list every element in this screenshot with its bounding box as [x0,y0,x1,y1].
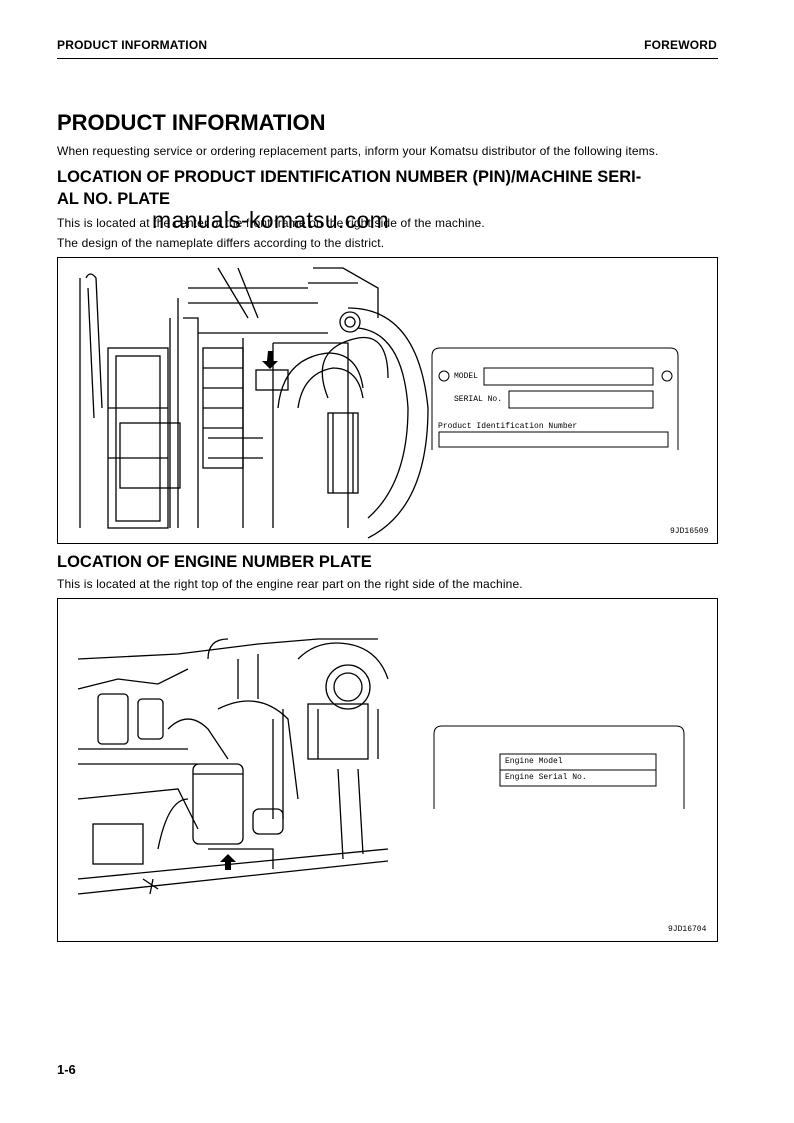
section1-heading-line1: LOCATION OF PRODUCT IDENTIFICATION NUMBE… [57,168,642,186]
section1-text2: The design of the nameplate differs acco… [57,236,385,250]
header-rule [57,58,718,59]
plate-serial-label: SERIAL No. [454,395,503,404]
arrow-down-icon [262,351,278,369]
arrow-up-icon [220,854,236,870]
header-right: FOREWORD [644,38,717,52]
figure-engine-plate: Engine Model Engine Serial No. 9JD16704 [57,598,718,942]
page-title: PRODUCT INFORMATION [57,110,326,135]
section2-heading: LOCATION OF ENGINE NUMBER PLATE [57,553,372,571]
figure-pin-plate: MODEL SERIAL No. Product Identification … [57,257,718,544]
figure1-id: 9JD16509 [670,527,709,536]
page-number: 1-6 [57,1062,76,1077]
header-left: PRODUCT INFORMATION [57,38,208,52]
plate-engine-model-label: Engine Model [505,757,563,766]
engine-rear-illustration [77,638,685,895]
plate-pin-label: Product Identification Number [438,422,578,431]
plate-model-label: MODEL [454,372,479,381]
section2-text: This is located at the right top of the … [57,577,523,591]
plate-engine-serial-label: Engine Serial No. [505,773,587,782]
section1-text1: This is located at the center of the fro… [57,216,485,230]
watermark: manuals-komatsu.com [152,207,390,233]
intro-text: When requesting service or ordering repl… [57,144,659,158]
figure2-id: 9JD16704 [668,925,707,934]
machine-front-frame-illustration [79,267,679,539]
section1-heading-line2: AL NO. PLATE [57,190,171,208]
